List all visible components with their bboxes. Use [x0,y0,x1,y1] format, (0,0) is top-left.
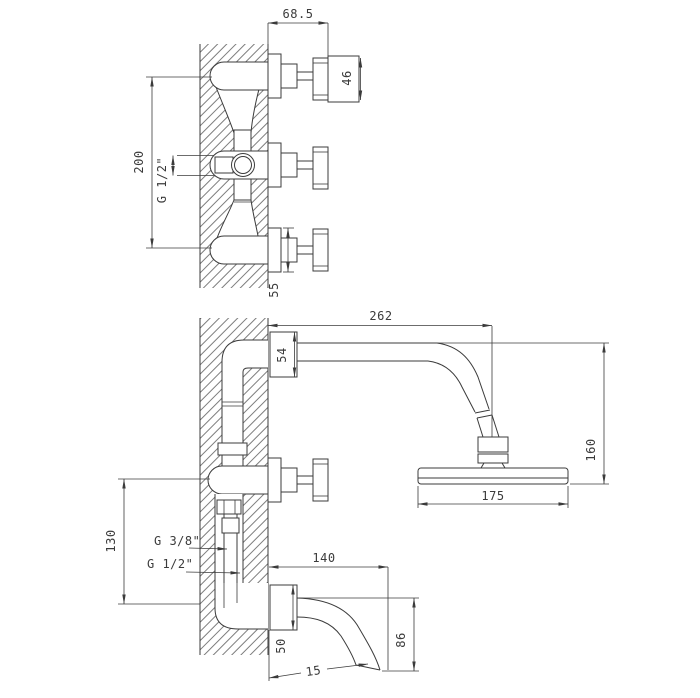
arm-flange [269,331,298,378]
callout-inlet-thread: G 1/2" [147,557,241,575]
callout-diverter-thread: G 3/8" [154,534,228,551]
internal-piping [215,86,260,242]
dimension-spout-tip: 15 [268,630,369,681]
pipe-detail [221,517,240,534]
escutcheon [267,53,282,99]
dim-label-140: 140 [312,551,335,565]
dim-label-262: 262 [369,309,392,323]
dimension-inlet-thread-top: G 1/2" [155,155,214,203]
bottom-view-shower-column: 262 54 160 175 130 G [104,309,609,681]
handle-stem [296,160,314,170]
handle-knob [312,228,329,272]
dimension-handle-diameter: 46 [340,57,363,101]
arm-joint [476,414,493,419]
escutcheon [267,227,282,273]
spout-inner-curve [296,616,357,666]
arm-joint [474,409,491,414]
head-connector-upper [477,436,509,453]
dim-label-130: 130 [104,529,118,552]
shower-head [417,436,569,485]
head-neck [480,462,506,469]
shower-arm [269,331,500,438]
dim-label-50: 50 [274,638,288,653]
label-g38: G 3/8" [154,534,200,548]
dim-label-55: 55 [267,282,281,297]
valve-adapter [280,63,298,89]
handle-stem [296,245,314,255]
dim-label-160: 160 [584,438,598,461]
dim-label-46: 46 [340,70,354,85]
dim-label-15: 15 [305,663,322,679]
handle-stem [296,475,314,485]
top-view-wall-mixer: 68.5 46 200 G 1/2" 55 [132,7,363,298]
dim-label-68-5: 68.5 [283,7,314,21]
valve-adapter [280,237,298,263]
arm-curve-inner [427,360,476,413]
valve-body [209,61,268,91]
valve-adapter [280,152,298,178]
dim-label-g12-top: G 1/2" [155,157,169,203]
spout-outer-curve [296,597,381,671]
label-g12: G 1/2" [147,557,193,571]
lower-supply-pipe [214,494,268,630]
dimension-escutcheon-height: 55 [267,227,294,298]
handle-ring [312,57,329,101]
head-disc [417,467,569,485]
valve-assembly-top [209,53,360,103]
elbow-fill [215,583,268,629]
arm-neck [476,417,484,438]
dimension-valve-spacing: 200 [132,76,212,249]
dimension-handle-offset: 68.5 [267,7,329,57]
elbow-outline [214,583,268,630]
handle-stem [296,71,314,81]
valve-adapter [280,467,298,493]
arm-neck [491,414,500,438]
dimension-head-width: 175 [417,486,569,508]
dim-label-200: 200 [132,150,146,173]
handle-knob [312,146,329,190]
spout-tip [355,664,381,671]
dimension-head-drop: 160 [437,342,609,485]
valve-body [209,235,268,265]
connection-nut [216,499,242,515]
dimension-arm-reach: 262 [267,309,493,328]
valve-assembly-middle [209,142,329,190]
valve-union [214,156,234,174]
arm-curve-outer [436,342,490,410]
riser-coupler [217,442,248,456]
diverter-valve-assembly [207,457,329,503]
head-connector-lower [477,453,509,464]
dimension-arm-flange: 54 [275,331,297,378]
dimension-spout-flange: 50 [274,584,295,654]
escutcheon [267,457,282,503]
valve-assembly-bottom [209,227,329,273]
dimension-valve-to-spout: 130 [104,478,210,605]
escutcheon [267,142,282,188]
valve-body [207,465,268,495]
dim-label-175: 175 [481,489,504,503]
cartridge-inner [234,156,252,174]
dim-label-54: 54 [275,347,289,362]
dimension-spout-drop: 86 [382,597,419,672]
dimension-spout-reach: 140 [268,551,389,569]
dim-label-86: 86 [394,632,408,647]
handle-knob [312,458,329,502]
